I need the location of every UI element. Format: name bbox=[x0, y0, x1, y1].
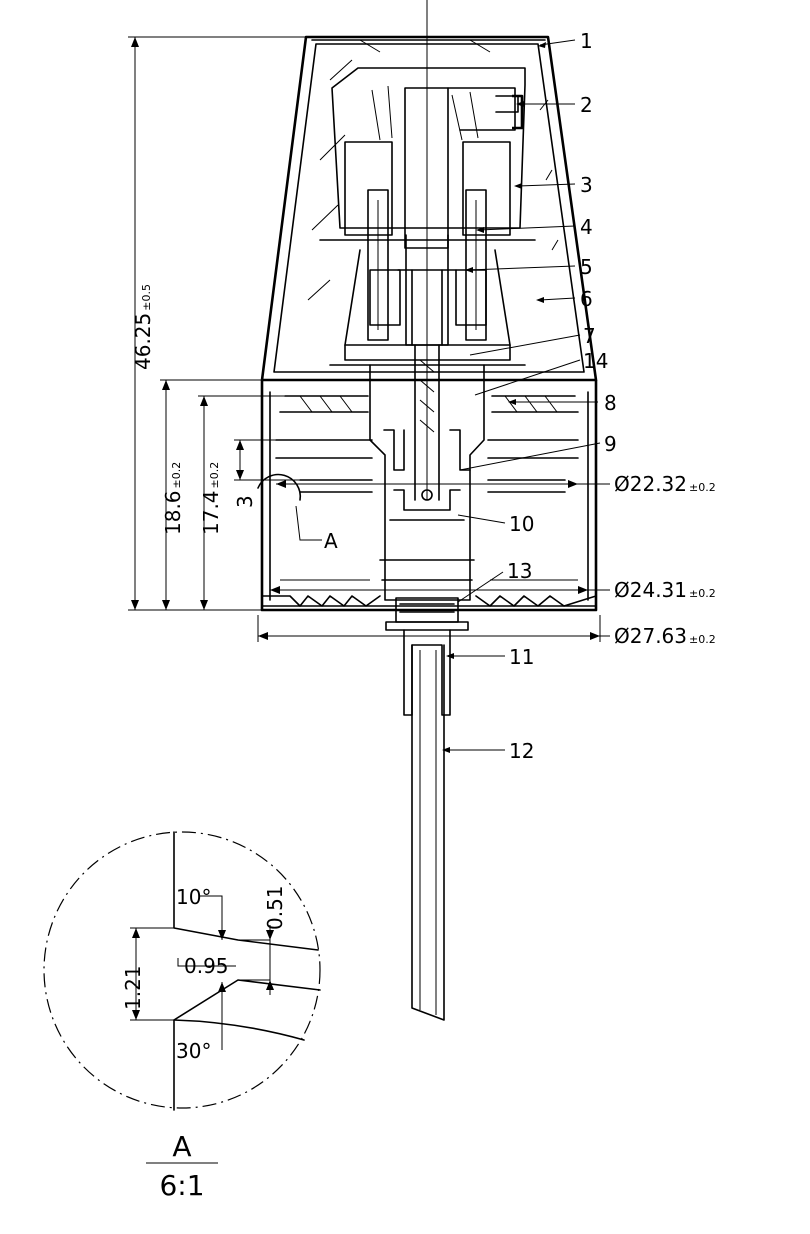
dim-height-a: 18.6±0.2 bbox=[161, 462, 185, 535]
callout-11: 11 bbox=[509, 645, 534, 669]
callout-1: 1 bbox=[580, 29, 593, 53]
valve-housing bbox=[385, 597, 469, 716]
callout-8: 8 bbox=[604, 391, 617, 415]
callout-12: 12 bbox=[509, 739, 534, 763]
closure-cap bbox=[260, 380, 598, 612]
dim-dia-1: Ø22.32±0.2 bbox=[614, 472, 716, 496]
detail-title: A bbox=[172, 1130, 191, 1163]
callout-14: 14 bbox=[583, 349, 608, 373]
callout-10: 10 bbox=[509, 512, 534, 536]
pump-chamber bbox=[369, 344, 485, 601]
detail-dim-095: 0.95 bbox=[184, 954, 229, 978]
dimension-lines bbox=[128, 36, 610, 642]
callout-labels: 1 2 3 4 5 6 7 14 8 9 10 13 11 12 bbox=[507, 29, 617, 763]
detail-angle-top: 10° bbox=[176, 885, 211, 909]
stem bbox=[397, 0, 457, 500]
detail-view-a bbox=[43, 831, 321, 1111]
dimension-labels: 46.25±0.5 18.6±0.2 17.4±0.2 3 Ø22.32±0.2… bbox=[131, 284, 716, 648]
callout-13: 13 bbox=[507, 559, 532, 583]
detail-angle-bottom: 30° bbox=[176, 1039, 211, 1063]
callout-5: 5 bbox=[580, 255, 593, 279]
detail-dim-121: 1.21 bbox=[121, 965, 145, 1010]
dim-dia-3: Ø27.63±0.2 bbox=[614, 624, 716, 648]
callout-7: 7 bbox=[583, 324, 596, 348]
dim-pitch: 3 bbox=[233, 495, 257, 508]
dim-overall-height: 46.25±0.5 bbox=[131, 284, 155, 370]
dim-height-b: 17.4±0.2 bbox=[199, 462, 223, 535]
callout-leaders bbox=[442, 39, 601, 753]
callout-6: 6 bbox=[580, 287, 593, 311]
dim-dia-2: Ø24.31±0.2 bbox=[614, 578, 716, 602]
callout-3: 3 bbox=[580, 173, 593, 197]
section-marker-a: A bbox=[324, 529, 338, 553]
dip-tube bbox=[411, 644, 445, 1021]
callout-4: 4 bbox=[580, 215, 593, 239]
detail-dim-051: 0.51 bbox=[263, 885, 287, 930]
callout-9: 9 bbox=[604, 432, 617, 456]
detail-labels: 10° 30° 0.51 0.95 1.21 A 6:1 bbox=[121, 885, 287, 1202]
callout-2: 2 bbox=[580, 93, 593, 117]
pump-body-upper bbox=[329, 189, 526, 366]
detail-scale: 6:1 bbox=[159, 1169, 204, 1202]
